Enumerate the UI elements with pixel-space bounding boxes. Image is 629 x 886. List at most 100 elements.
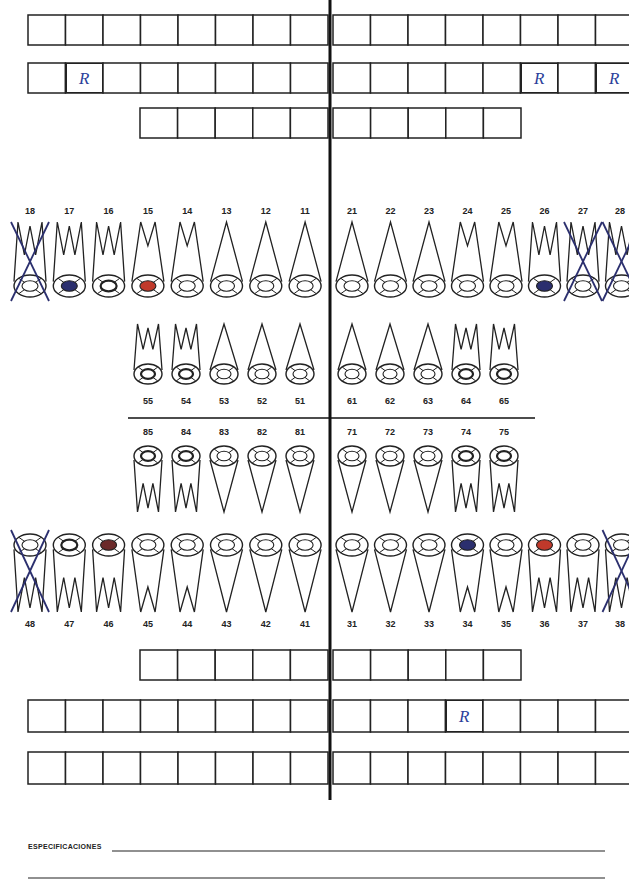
- surface-line: [294, 549, 300, 553]
- tooth-number: 64: [461, 397, 471, 406]
- surface-line: [153, 367, 158, 371]
- surface-line: [358, 537, 364, 541]
- tooth-number: 27: [578, 207, 588, 216]
- surface-line: [255, 278, 261, 282]
- chart-box: [333, 700, 371, 732]
- tooth-crown: [134, 364, 162, 384]
- tooth-number: 17: [64, 207, 74, 216]
- chart-box: [253, 63, 291, 93]
- surface-line: [512, 278, 518, 282]
- surface-line: [229, 367, 234, 371]
- tooth-crown: [338, 364, 366, 384]
- tooth-number: 22: [385, 207, 395, 216]
- surface-line: [271, 537, 277, 541]
- chart-box: [66, 700, 104, 732]
- tooth-surface: [537, 281, 553, 292]
- tooth-crown: [289, 534, 321, 556]
- tooth-number: 14: [182, 207, 192, 216]
- surface-line: [114, 278, 120, 282]
- tooth-crown: [452, 364, 480, 384]
- tooth-number: 31: [347, 620, 357, 629]
- surface-line: [191, 459, 196, 463]
- arch-divider: [128, 417, 535, 419]
- tooth-number: 53: [219, 397, 229, 406]
- surface-line: [58, 278, 64, 282]
- tooth-crown: [490, 364, 518, 384]
- surface-line: [471, 459, 476, 463]
- chart-box: [253, 752, 291, 784]
- surface-line: [495, 290, 501, 294]
- surface-line: [267, 367, 272, 371]
- chart-box: [215, 108, 253, 138]
- tooth-surface: [498, 281, 514, 292]
- tooth-crown: [132, 275, 164, 297]
- surface-line: [58, 290, 64, 294]
- tooth-root: [452, 549, 484, 612]
- surface-line: [589, 537, 595, 541]
- surface-line: [512, 537, 518, 541]
- chart-box: [371, 15, 409, 45]
- surface-line: [550, 278, 556, 282]
- surface-line: [550, 537, 556, 541]
- tooth-crown: [452, 534, 484, 556]
- surface-line: [215, 278, 221, 282]
- surface-line: [342, 367, 347, 371]
- surface-line: [341, 290, 347, 294]
- tooth-root: [375, 222, 407, 282]
- surface-line: [154, 537, 160, 541]
- surface-line: [176, 537, 182, 541]
- chart-box: [140, 650, 178, 680]
- tooth-number: 74: [461, 428, 471, 437]
- surface-line: [311, 278, 317, 282]
- tooth-surface: [101, 281, 117, 292]
- tooth-number: 45: [143, 620, 153, 629]
- writing-line: [112, 850, 605, 851]
- tooth-crown: [413, 534, 445, 556]
- surface-line: [627, 278, 629, 282]
- surface-line: [396, 537, 402, 541]
- surface-line: [232, 537, 238, 541]
- tooth-crown: [210, 446, 238, 466]
- chart-box: [408, 15, 446, 45]
- surface-line: [533, 549, 539, 553]
- surface-line: [138, 449, 143, 453]
- surface-line: [305, 367, 310, 371]
- surface-line: [456, 449, 461, 453]
- tooth-crown: [286, 364, 314, 384]
- surface-line: [379, 537, 385, 541]
- tooth-root: [248, 324, 276, 370]
- chart-box: [408, 650, 446, 680]
- tooth-crown: [414, 364, 442, 384]
- surface-line: [627, 290, 629, 294]
- tooth-number: 15: [143, 207, 153, 216]
- surface-line: [456, 537, 462, 541]
- surface-line: [509, 377, 514, 381]
- extraction-mark: [11, 530, 49, 612]
- surface-line: [610, 537, 616, 541]
- tooth-surface: [179, 281, 195, 292]
- surface-line: [358, 290, 364, 294]
- surface-line: [433, 377, 438, 381]
- surface-line: [153, 377, 158, 381]
- tooth-root: [567, 549, 599, 612]
- tooth-number: 13: [221, 207, 231, 216]
- tooth-root: [134, 460, 162, 512]
- surface-line: [154, 278, 160, 282]
- surface-line: [418, 549, 424, 553]
- chart-box: [178, 650, 216, 680]
- tooth-crown: [338, 446, 366, 466]
- surface-line: [97, 537, 103, 541]
- tooth-root: [529, 549, 561, 612]
- surface-line: [433, 459, 438, 463]
- writing-line: [28, 877, 605, 878]
- surface-line: [191, 377, 196, 381]
- tooth-number: 35: [501, 620, 511, 629]
- chart-box: [596, 15, 629, 45]
- tooth-crown: [250, 534, 282, 556]
- surface-line: [176, 367, 181, 371]
- chart-box: [66, 15, 104, 45]
- surface-line: [176, 449, 181, 453]
- tooth-root: [414, 324, 442, 370]
- surface-line: [137, 278, 143, 282]
- surface-line: [357, 459, 362, 463]
